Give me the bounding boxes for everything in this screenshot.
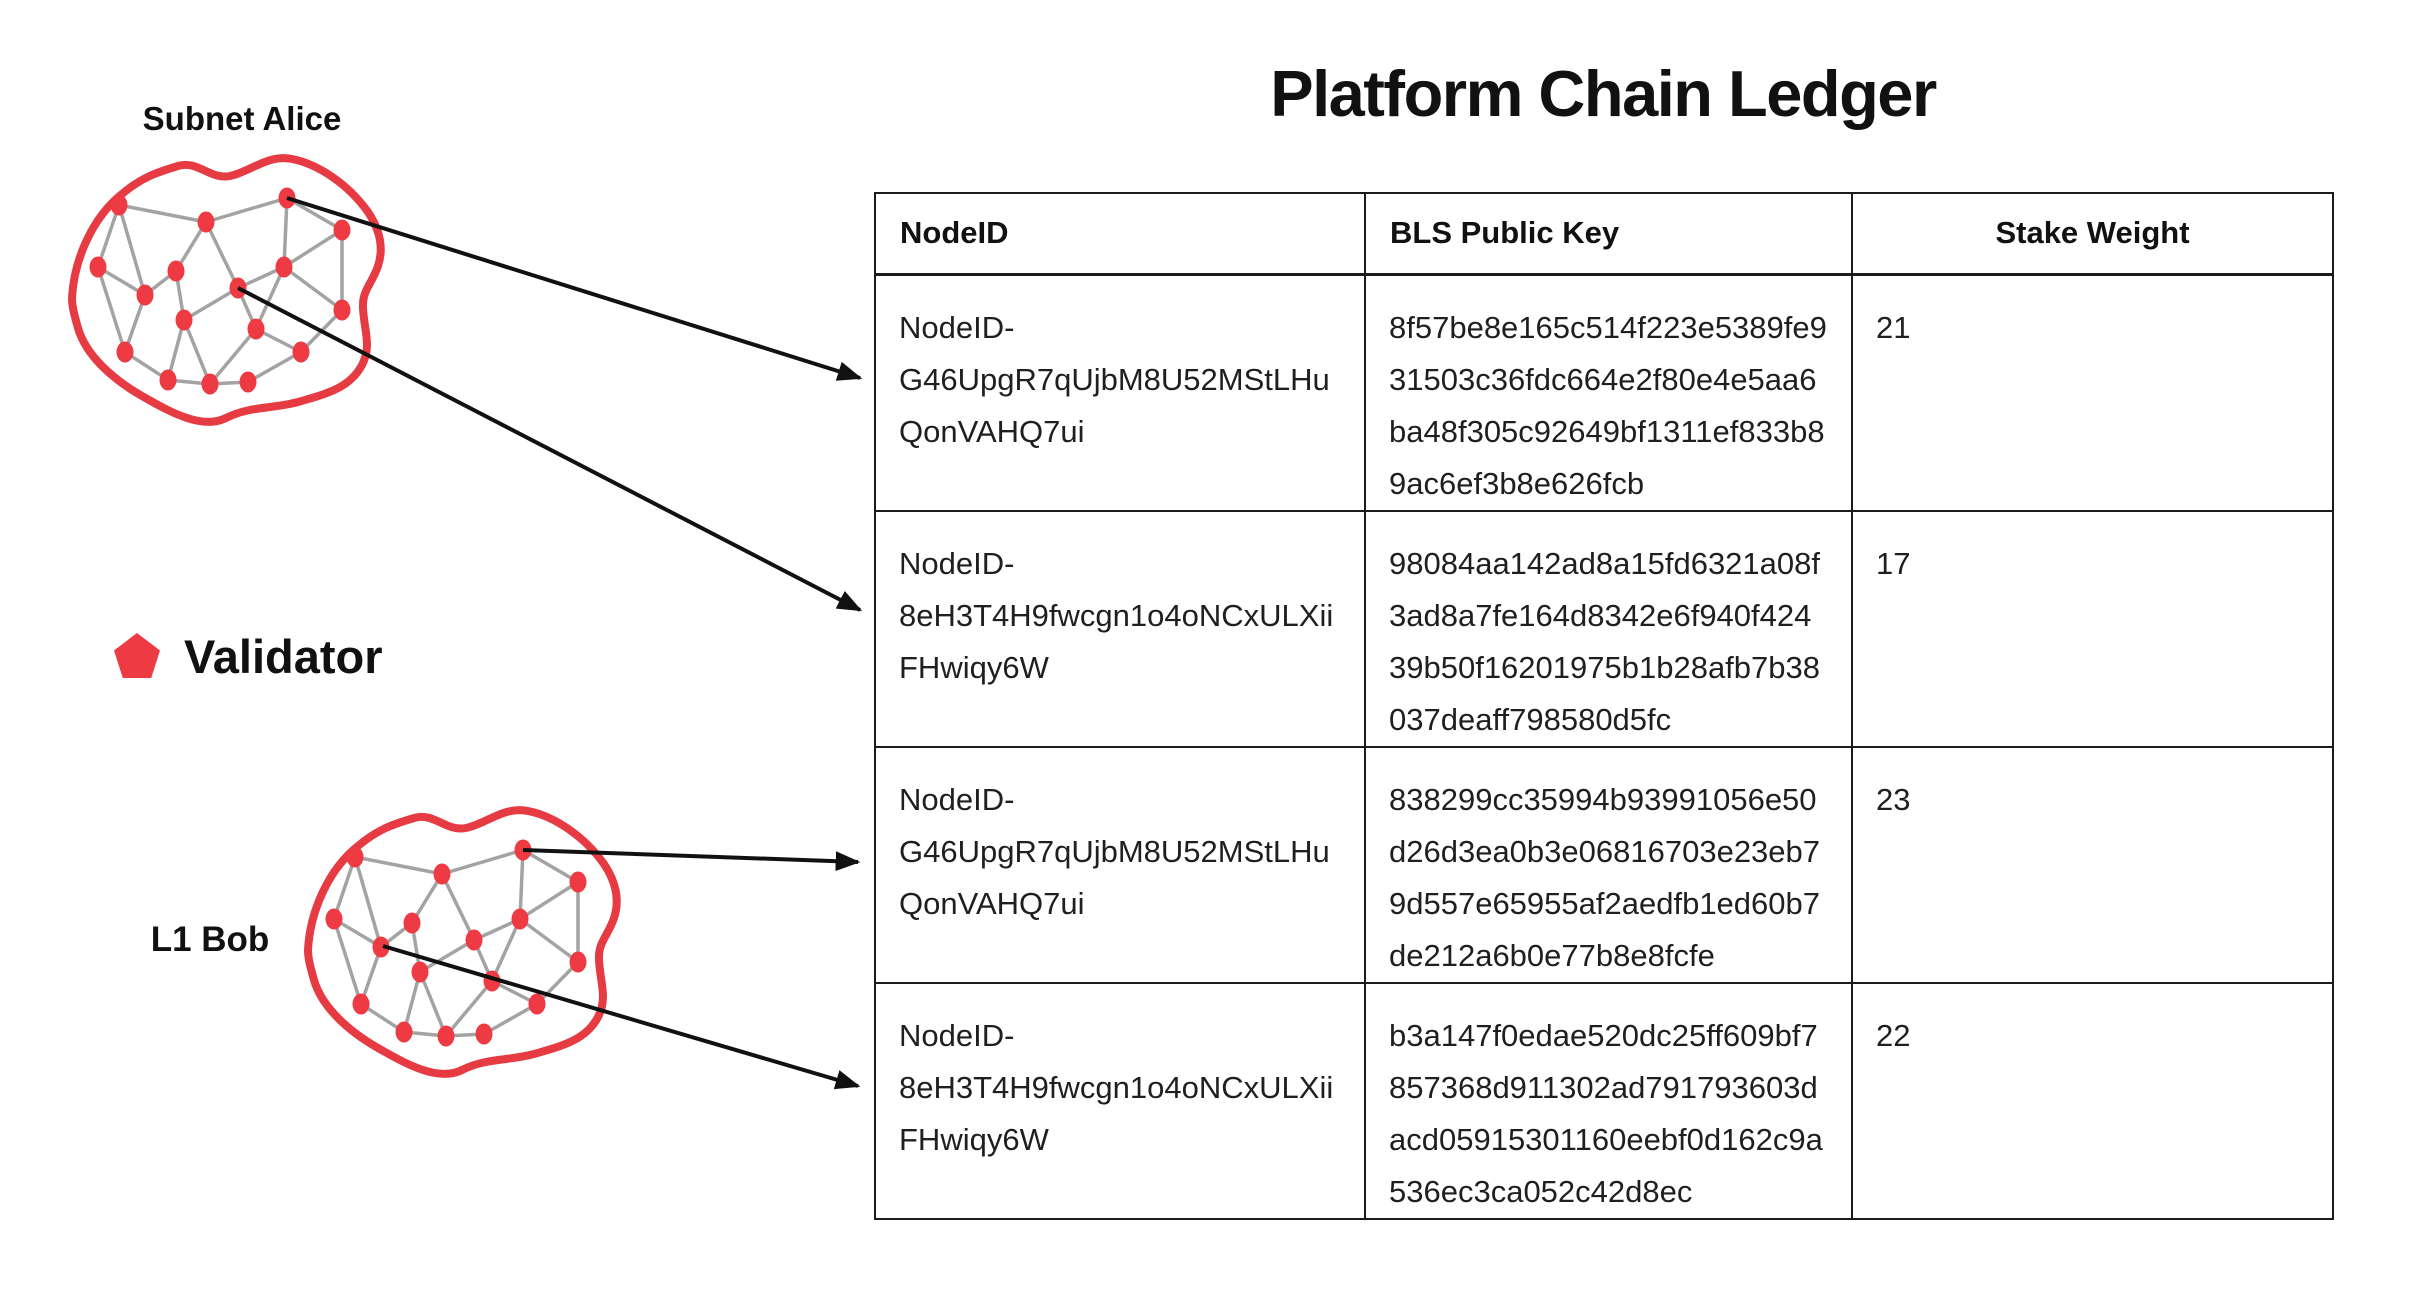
subnet-alice-graph (72, 158, 381, 422)
column-header-nodeid: NodeID (874, 192, 1366, 276)
arrow-bob-node-to-row4 (382, 944, 861, 1090)
l1-bob-graph (308, 810, 617, 1074)
arrow-alice-node-to-row2 (237, 286, 863, 612)
column-header-stake-weight: Stake Weight (1851, 192, 2334, 276)
table-row: NodeID-G46UpgR7qUjbM8U52MStLHuQonVAHQ7ui… (874, 273, 2334, 512)
bls-key-cell: 838299cc35994b93991056e50d26d3ea0b3e0681… (1364, 745, 1853, 984)
table-header-row: NodeID BLS Public Key Stake Weight (874, 192, 2334, 276)
nodeid-cell: NodeID-G46UpgR7qUjbM8U52MStLHuQonVAHQ7ui (874, 273, 1366, 512)
arrow-bob-node-to-row3 (522, 848, 861, 872)
stake-weight-cell: 21 (1851, 273, 2334, 512)
pentagon-icon (114, 633, 160, 678)
table-row: NodeID-8eH3T4H9fwcgn1o4oNCxULXiiFHwiqy6W… (874, 509, 2334, 748)
arrow-alice-node-to-row1 (286, 196, 863, 381)
bls-key-cell: 8f57be8e165c514f223e5389fe931503c36fdc66… (1364, 273, 1853, 512)
nodeid-cell: NodeID-8eH3T4H9fwcgn1o4oNCxULXiiFHwiqy6W (874, 981, 1366, 1220)
validator-legend-label: Validator (184, 629, 383, 683)
nodeid-cell: NodeID-8eH3T4H9fwcgn1o4oNCxULXiiFHwiqy6W (874, 509, 1366, 748)
column-header-bls-public-key: BLS Public Key (1364, 192, 1853, 276)
bls-key-cell: b3a147f0edae520dc25ff609bf7857368d911302… (1364, 981, 1853, 1220)
subnet-alice-label: Subnet Alice (142, 100, 342, 137)
table-row: NodeID-8eH3T4H9fwcgn1o4oNCxULXiiFHwiqy6W… (874, 981, 2334, 1220)
bls-key-cell: 98084aa142ad8a15fd6321a08f3ad8a7fe164d83… (1364, 509, 1853, 748)
ledger-table-body: NodeID-G46UpgR7qUjbM8U52MStLHuQonVAHQ7ui… (874, 273, 2334, 1220)
l1-bob-label: L1 Bob (150, 920, 270, 959)
stake-weight-cell: 17 (1851, 509, 2334, 748)
table-row: NodeID-G46UpgR7qUjbM8U52MStLHuQonVAHQ7ui… (874, 745, 2334, 984)
page-title: Platform Chain Ledger (1270, 57, 1937, 130)
validator-legend: Validator (112, 632, 383, 680)
stake-weight-cell: 23 (1851, 745, 2334, 984)
platform-chain-ledger-table: NodeID BLS Public Key Stake Weight NodeI… (874, 192, 2334, 1220)
stake-weight-cell: 22 (1851, 981, 2334, 1220)
nodeid-cell: NodeID-G46UpgR7qUjbM8U52MStLHuQonVAHQ7ui (874, 745, 1366, 984)
